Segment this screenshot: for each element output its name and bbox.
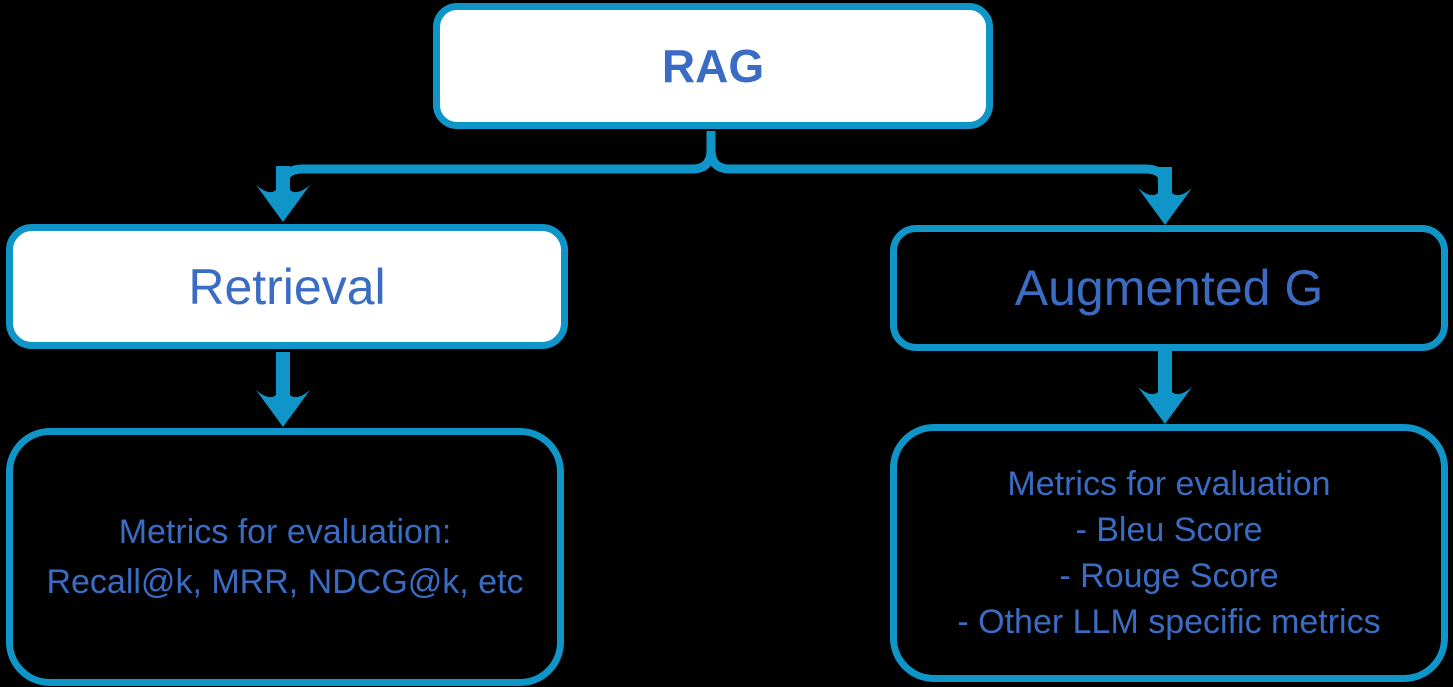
connector-rag-to-augmented [706, 131, 1170, 194]
node-retrieval-metrics: Metrics for evaluation: Recall@k, MRR, N… [6, 428, 564, 686]
node-augmented-generation-label: Augmented G [1014, 260, 1324, 316]
retrieval-metrics-line: Recall@k, MRR, NDCG@k, etc [46, 563, 524, 601]
node-generation-metrics: Metrics for evaluation - Bleu Score - Ro… [890, 424, 1448, 682]
generation-metrics-line: - Rouge Score [1059, 557, 1279, 595]
node-retrieval-label: Retrieval [188, 258, 386, 315]
generation-metrics-line: - Other LLM specific metrics [957, 603, 1381, 641]
arrow-down-icon [256, 352, 310, 427]
arrow-down-icon [1138, 350, 1192, 424]
generation-metrics-line: Metrics for evaluation [1007, 465, 1331, 503]
node-retrieval: Retrieval [6, 224, 568, 349]
node-rag-label: RAG [661, 40, 765, 92]
node-augmented-generation: Augmented G [890, 225, 1448, 351]
arrow-down-icon [256, 166, 310, 222]
retrieval-metrics-line: Metrics for evaluation: [118, 513, 452, 551]
generation-metrics-line: - Bleu Score [1075, 511, 1263, 549]
arrow-down-icon [1138, 167, 1192, 225]
connector-rag-to-retrieval [278, 131, 716, 192]
node-rag: RAG [433, 3, 993, 129]
